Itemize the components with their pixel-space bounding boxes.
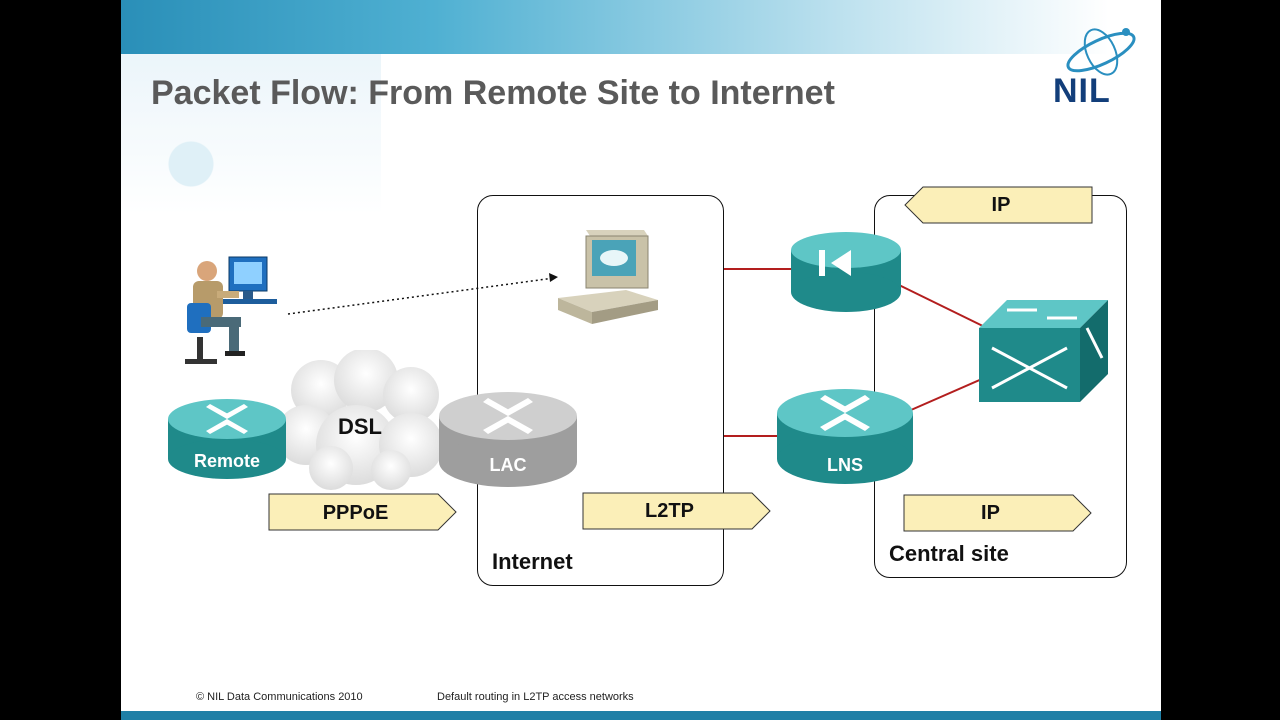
link-firewall-switch [898,284,992,331]
central-site-label: Central site [889,541,1009,566]
remote-user-icon [185,256,277,364]
flow-arrowhead [549,273,558,282]
remote-router-label: Remote [193,451,260,471]
firewall-icon [791,232,901,312]
internet-label: Internet [492,549,573,574]
ip-forward-arrow-shape [903,494,1092,532]
dsl-cloud-icon [276,350,443,490]
dsl-label: DSL [338,414,382,439]
logo-text: NIL [1053,72,1111,110]
l2tp-arrow-label: L2TP [645,500,694,522]
header-band [121,0,1161,54]
footer-topic: Default routing in L2TP access networks [437,691,634,703]
pppoe-arrow-shape [268,493,457,531]
multilayer-switch-icon [979,300,1108,402]
lns-router-icon [777,389,913,484]
decorative-background [121,54,381,214]
link-lns-switch [910,374,992,411]
internet-region [477,195,724,586]
links-layer [287,268,992,437]
footer-copyright: © NIL Data Communications 2010 [196,691,363,703]
remote-router-icon [168,399,286,479]
ip-return-arrow-shape [904,186,1093,224]
ip-forward-arrow-label: IP [981,502,1000,524]
pppoe-arrow-label: PPPoE [322,502,389,524]
lac-router-label: LAC [489,455,527,475]
nil-logo-icon [1066,28,1136,76]
footer-band [121,711,1161,720]
l2tp-arrow-shape [582,492,771,530]
slide: Packet Flow: From Remote Site to Interne… [121,0,1161,720]
lac-router-icon [439,392,577,487]
ip-return-arrow-label: IP [991,194,1011,216]
slide-title: Packet Flow: From Remote Site to Interne… [151,74,835,112]
lns-router-label: LNS [827,455,863,475]
flow-dotted-line [287,277,555,315]
internet-host-icon [558,230,658,324]
